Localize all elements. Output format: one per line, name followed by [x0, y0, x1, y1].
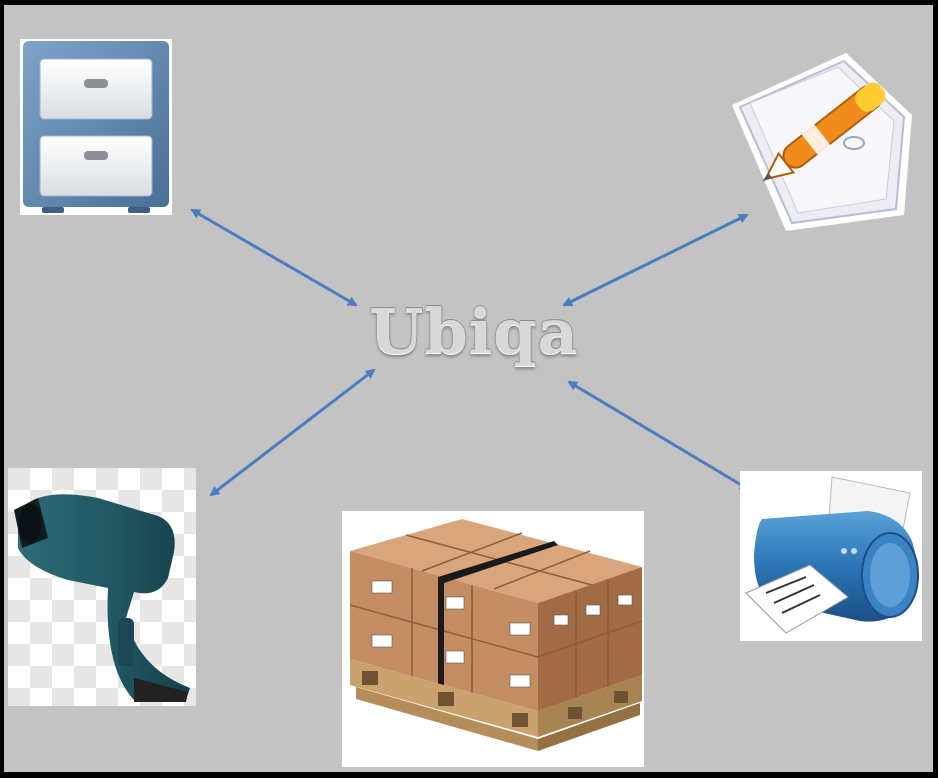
filing-cabinet-icon — [20, 39, 172, 215]
barcode-scanner-icon — [8, 468, 196, 706]
connector-layer — [190, 208, 750, 497]
arrow-scanner — [209, 368, 376, 497]
arrow-printer — [567, 380, 750, 491]
center-node-label: Ubiqa — [369, 295, 579, 368]
document-pen-icon — [726, 43, 922, 233]
boxes-pallet-icon — [342, 511, 644, 767]
arrow-cabinet — [190, 208, 358, 307]
diagram-canvas: Ubiqa — [4, 5, 933, 772]
arrow-document — [562, 213, 749, 307]
printer-icon — [740, 471, 922, 641]
